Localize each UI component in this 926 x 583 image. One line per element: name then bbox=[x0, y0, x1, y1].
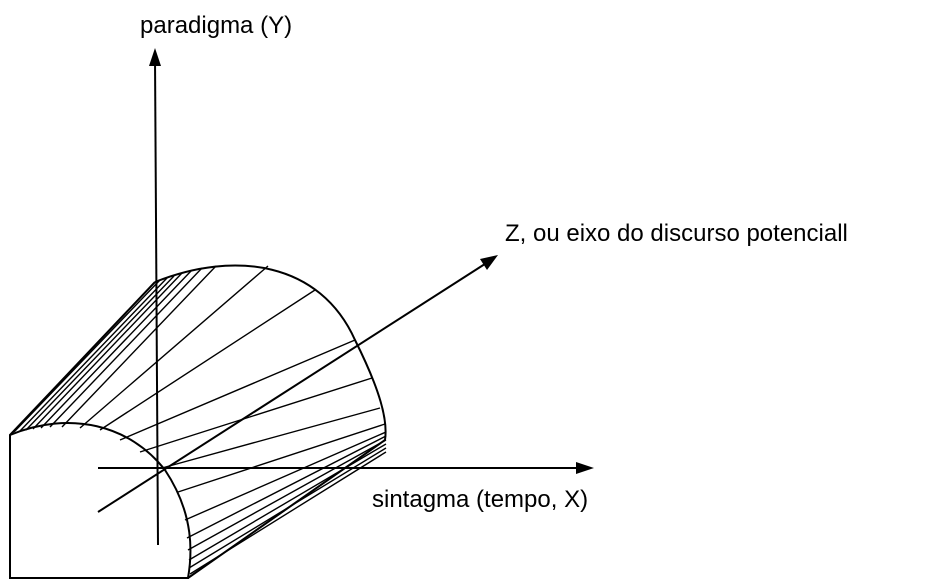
x-axis-label: sintagma (tempo, X) bbox=[372, 486, 589, 513]
y-axis-arrowhead bbox=[149, 48, 161, 66]
y-axis-label: paradigma (Y) bbox=[140, 12, 293, 39]
z-axis-line bbox=[97, 261, 489, 513]
x-axis-arrowhead bbox=[576, 462, 594, 474]
back-semicircle-arc bbox=[154, 264, 387, 441]
y-axis-line bbox=[154, 57, 159, 546]
hatching-lines bbox=[13, 265, 387, 575]
z-axis-label: Z, ou eixo do discurso potenciall bbox=[505, 220, 848, 247]
z-axis-arrowhead bbox=[480, 255, 498, 270]
front-semicircle-face bbox=[9, 422, 192, 579]
cylinder-top-edge bbox=[9, 281, 156, 436]
